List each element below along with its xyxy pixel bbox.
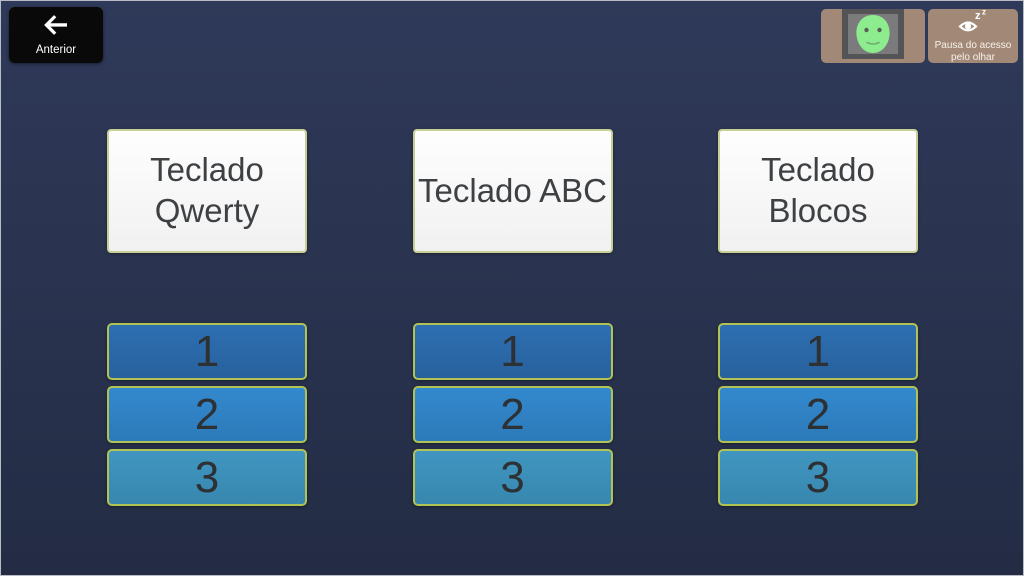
back-button-label: Anterior [35,44,77,56]
option-group-abc: 1 2 3 [412,323,613,506]
keyboard-column-abc: Teclado ABC 1 2 3 [412,129,613,512]
svg-text:z: z [982,8,986,17]
option-button-blocos-1[interactable]: 1 [718,323,918,380]
option-button-qwerty-2[interactable]: 2 [107,386,307,443]
gaze-status-button[interactable] [821,8,925,64]
keyboard-card-qwerty[interactable]: Teclado Qwerty [107,129,307,253]
keyboard-card-blocos[interactable]: Teclado Blocos [718,129,918,253]
face-icon [842,8,904,64]
option-group-blocos: 1 2 3 [718,323,918,506]
option-group-qwerty: 1 2 3 [107,323,307,506]
keyboard-columns: Teclado Qwerty 1 2 3 Teclado ABC 1 2 3 T… [107,129,918,512]
svg-text:z: z [975,10,981,22]
option-button-abc-1[interactable]: 1 [412,323,613,380]
option-button-qwerty-3[interactable]: 3 [107,449,307,506]
back-button[interactable]: Anterior [9,7,103,63]
back-arrow-icon [42,14,70,41]
option-button-qwerty-1[interactable]: 1 [107,323,307,380]
pause-gaze-button[interactable]: z z Pausa do acesso pelo olhar [928,7,1018,64]
keyboard-card-abc[interactable]: Teclado ABC [412,129,613,253]
option-button-blocos-3[interactable]: 3 [718,449,918,506]
pause-gaze-label: Pausa do acesso pelo olhar [934,39,1012,64]
option-button-abc-2[interactable]: 2 [412,386,613,443]
sleep-eye-icon: z z [956,7,990,39]
option-button-blocos-2[interactable]: 2 [718,386,918,443]
option-button-abc-3[interactable]: 3 [412,449,613,506]
keyboard-column-blocos: Teclado Blocos 1 2 3 [718,129,918,512]
keyboard-column-qwerty: Teclado Qwerty 1 2 3 [107,129,307,512]
